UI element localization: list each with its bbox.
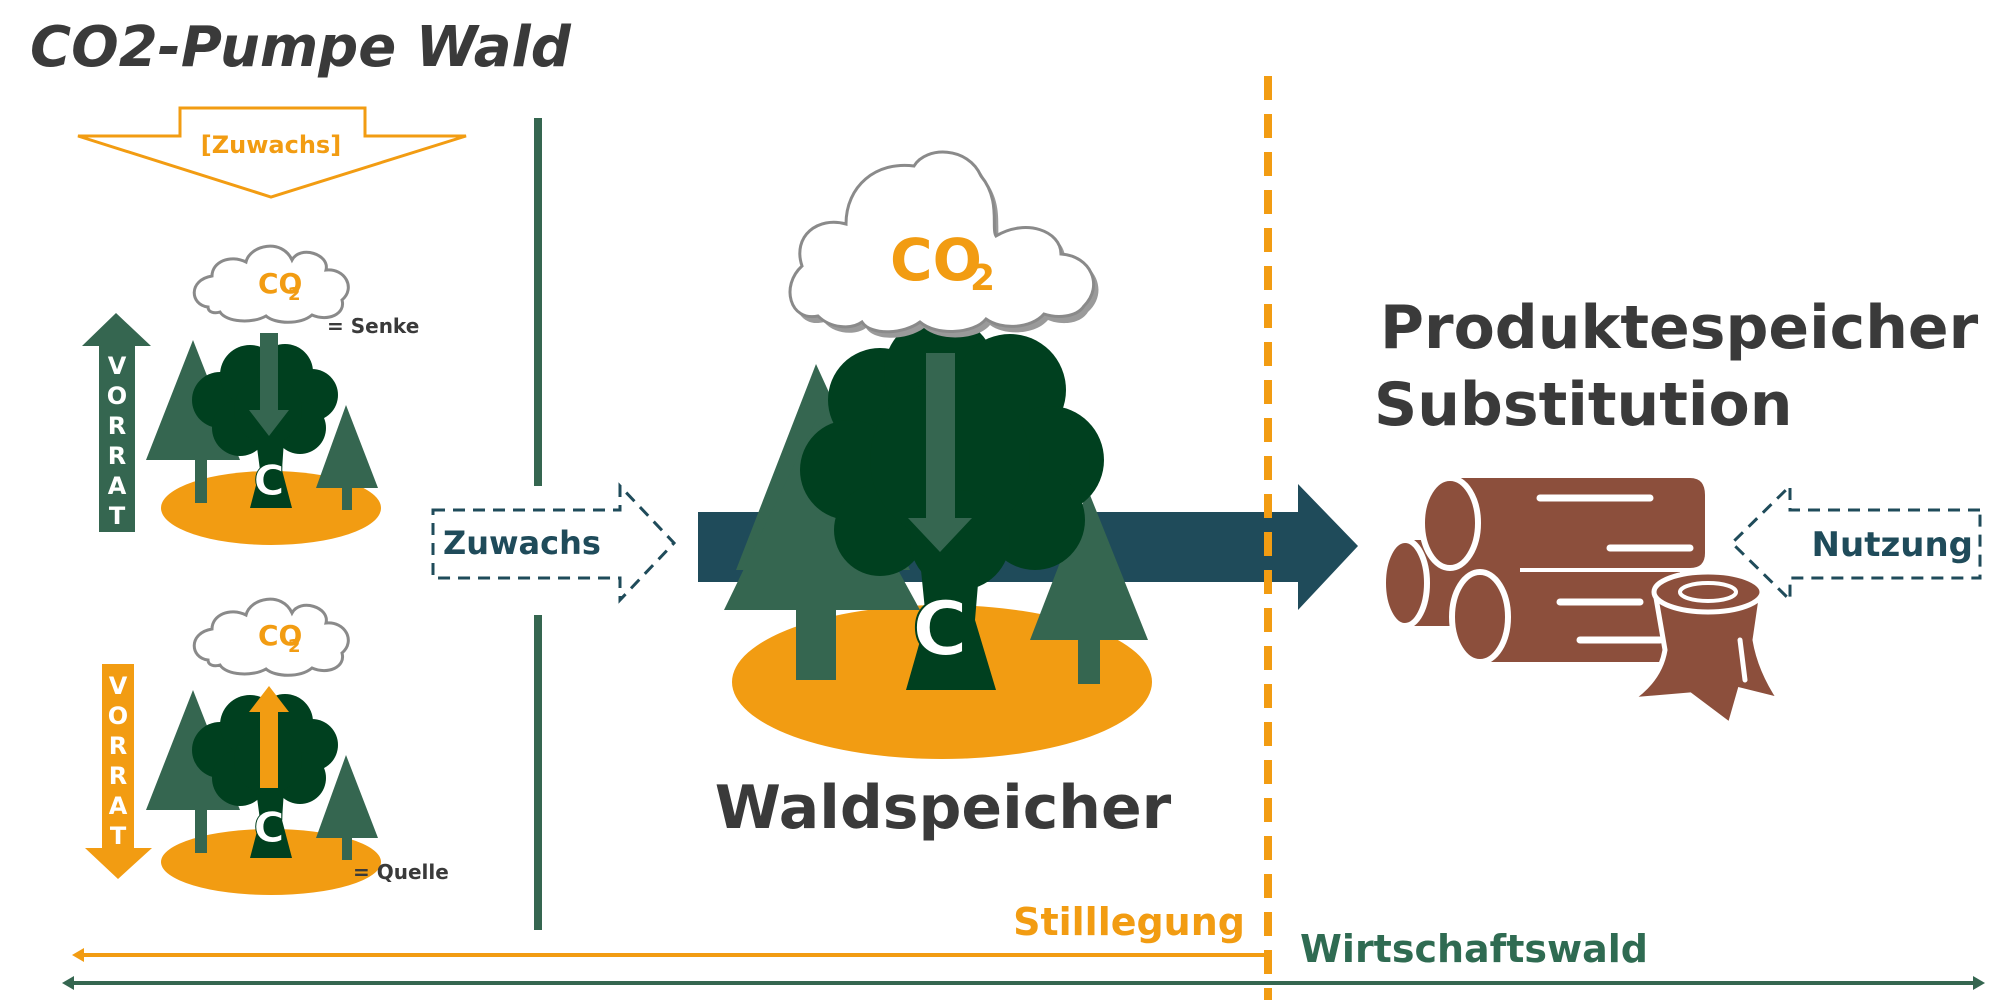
- sink-caption: = Senke: [327, 314, 419, 338]
- center-cloud-sub: 2: [970, 258, 995, 299]
- stilllegung-range-line: [72, 948, 1268, 962]
- wirtschaftswald-label: Wirtschaftswald: [1300, 927, 1648, 971]
- cloud-icon: CO 2: [192, 597, 350, 677]
- vorrat-letter: R: [108, 442, 126, 470]
- zuwachs-dashed-arrow: Zuwachs: [431, 482, 677, 604]
- vorrat-letter: A: [109, 792, 128, 820]
- center-carbon-label: C: [912, 584, 968, 673]
- stilllegung-label: Stilllegung: [1013, 900, 1245, 944]
- cloud-icon: CO 2: [788, 150, 1099, 338]
- vorrat-letter: V: [108, 352, 127, 380]
- vorrat-letter: O: [108, 702, 128, 730]
- vorrat-letter: T: [109, 502, 126, 530]
- sink-cloud-co: CO: [258, 267, 302, 300]
- vorrat-letter: V: [109, 672, 128, 700]
- waldspeicher-label: Waldspeicher: [715, 773, 1172, 843]
- source-cloud-sub: 2: [288, 636, 301, 657]
- conifer-tree-icon: [316, 755, 378, 860]
- arrow-down-icon: [249, 333, 289, 436]
- zuwachs-top-arrow: [Zuwachs]: [77, 106, 467, 199]
- nutzung-label: Nutzung: [1812, 525, 1973, 565]
- arrow-up-icon: [249, 686, 289, 788]
- wirtschaftswald-range-line: [62, 976, 1985, 990]
- zuwachs-top-label: [Zuwachs]: [201, 131, 341, 159]
- left-divider-top: [534, 118, 542, 486]
- arrow-down-icon: [908, 353, 972, 552]
- tree-stump-icon: [1628, 569, 1786, 730]
- vorrat-letter: R: [108, 412, 126, 440]
- vorrat-letter: O: [107, 382, 127, 410]
- logs-icon: [1380, 475, 1705, 665]
- vorrat-letter: R: [109, 732, 127, 760]
- center-cloud-co: CO: [890, 226, 982, 294]
- nutzung-dashed-arrow: Nutzung: [1729, 482, 1982, 604]
- source-cloud-co: CO: [258, 619, 302, 652]
- left-divider-bottom: [534, 615, 542, 930]
- sink-cloud-sub: 2: [288, 284, 301, 305]
- source-caption: = Quelle: [353, 860, 449, 884]
- source-carbon-label: C: [254, 803, 285, 852]
- right-title-line2: Substitution: [1374, 370, 1792, 440]
- zuwachs-label: Zuwachs: [443, 524, 601, 562]
- conifer-tree-icon: [316, 405, 378, 510]
- right-title-line1: Produktespeicher: [1380, 293, 1979, 363]
- cloud-icon: CO 2: [192, 244, 350, 324]
- vorrat-letter: R: [109, 762, 127, 790]
- sink-carbon-label: C: [254, 456, 285, 505]
- vorrat-letter: T: [110, 822, 127, 850]
- center-forest: C CO 2 Waldspeicher: [698, 150, 1358, 843]
- page-title: CO2-Pumpe Wald: [30, 15, 572, 80]
- vorrat-letter: A: [108, 472, 127, 500]
- conifer-tree-icon: [1030, 490, 1148, 684]
